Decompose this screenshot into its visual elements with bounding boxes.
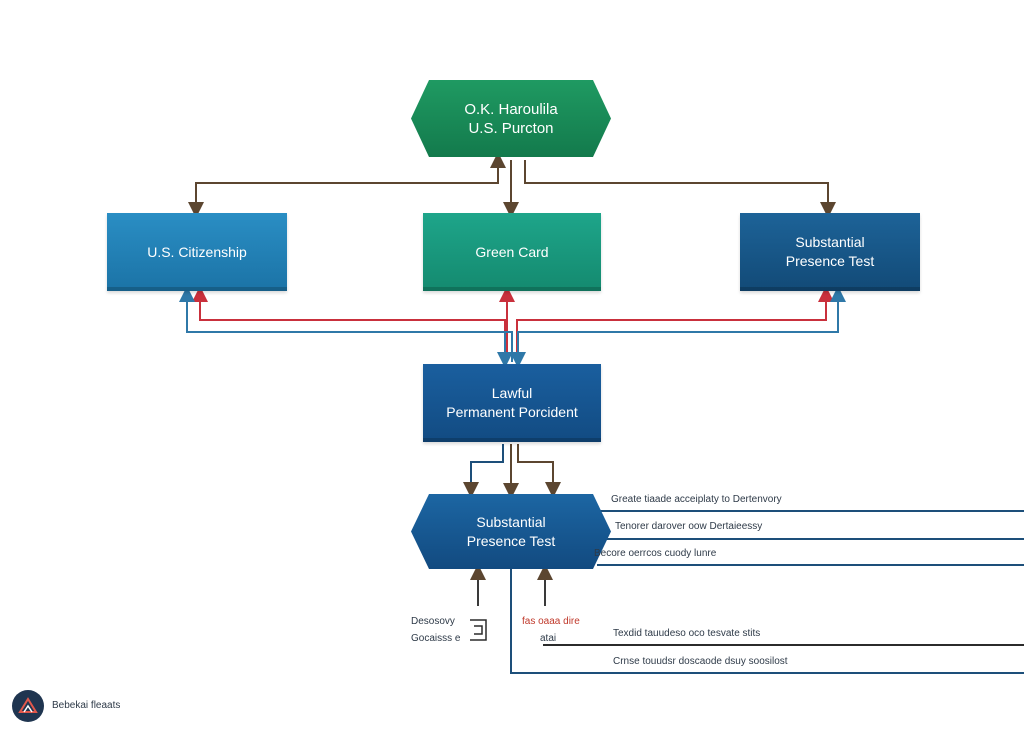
note-right-4: Texdid tauudeso oco tesvate stits [613, 628, 761, 639]
connector-top-to-citizenship [188, 160, 499, 218]
node-lawful-line1: Lawful [491, 385, 533, 401]
footer-label: Bebekai fleaats [52, 700, 121, 711]
node-substantial-top-line2: Presence Test [785, 253, 875, 269]
node-us-person-line2: U.S. Purcton [468, 119, 554, 137]
connector-lawful-to-substantial-red [516, 286, 834, 360]
up-arrows [470, 564, 553, 606]
node-substantial-bottom-line2: Presence Test [466, 532, 556, 549]
note-right-2: Tenorer darover oow Dertaieessy [615, 521, 763, 532]
node-substantial-top-line1: Substantial [795, 234, 865, 250]
node-lawful-line2: Permanent Porcident [446, 404, 578, 420]
node-substantial-presence-top: Substantial Presence Test [740, 213, 920, 291]
connector-lawful-to-citizenship-red [192, 286, 506, 360]
blue-connectors [179, 286, 846, 368]
top-connectors [188, 152, 836, 218]
connector-top-to-substantial [524, 160, 836, 218]
logo-icon [12, 690, 44, 722]
node-green-card-label: Green Card [475, 243, 549, 260]
node-green-card: Green Card [423, 213, 601, 291]
connector-lawful-to-substantial-blue [517, 286, 846, 362]
node-substantial-bottom-line1: Substantial [476, 513, 546, 530]
node-citizenship: U.S. Citizenship [107, 213, 287, 291]
node-us-person-line1: O.K. Haroulila [464, 100, 558, 118]
right-lines [510, 510, 1024, 674]
note-left-a2: Gocaisss e [411, 633, 461, 644]
node-citizenship-label: U.S. Citizenship [147, 243, 247, 260]
note-mid-a1: fas oaaa dire [522, 616, 580, 627]
bracket-icon [470, 619, 487, 641]
right-line-4 [510, 569, 1024, 674]
note-right-1: Greate tiaade acceiplaty to Dertenvory [611, 494, 782, 505]
connector-lawful-bottom-right [517, 444, 561, 498]
note-mid-a2: atai [540, 633, 557, 644]
connector-lawful-bottom-left [463, 444, 504, 498]
note-right-5: Crnse touudsr doscaode dsuy soosilost [613, 656, 788, 667]
bottom-connectors [463, 444, 561, 499]
note-left-a1: Desosovy [411, 616, 455, 627]
node-substantial-presence-bottom: Substantial Presence Test [411, 494, 611, 569]
node-us-person: O.K. Haroulila U.S. Purcton [411, 80, 611, 157]
connector-lawful-to-citizenship-blue [179, 286, 513, 362]
node-lawful-permanent: Lawful Permanent Porcident [423, 364, 601, 442]
note-right-3: Becore oerrcos cuody lunre [594, 548, 717, 559]
